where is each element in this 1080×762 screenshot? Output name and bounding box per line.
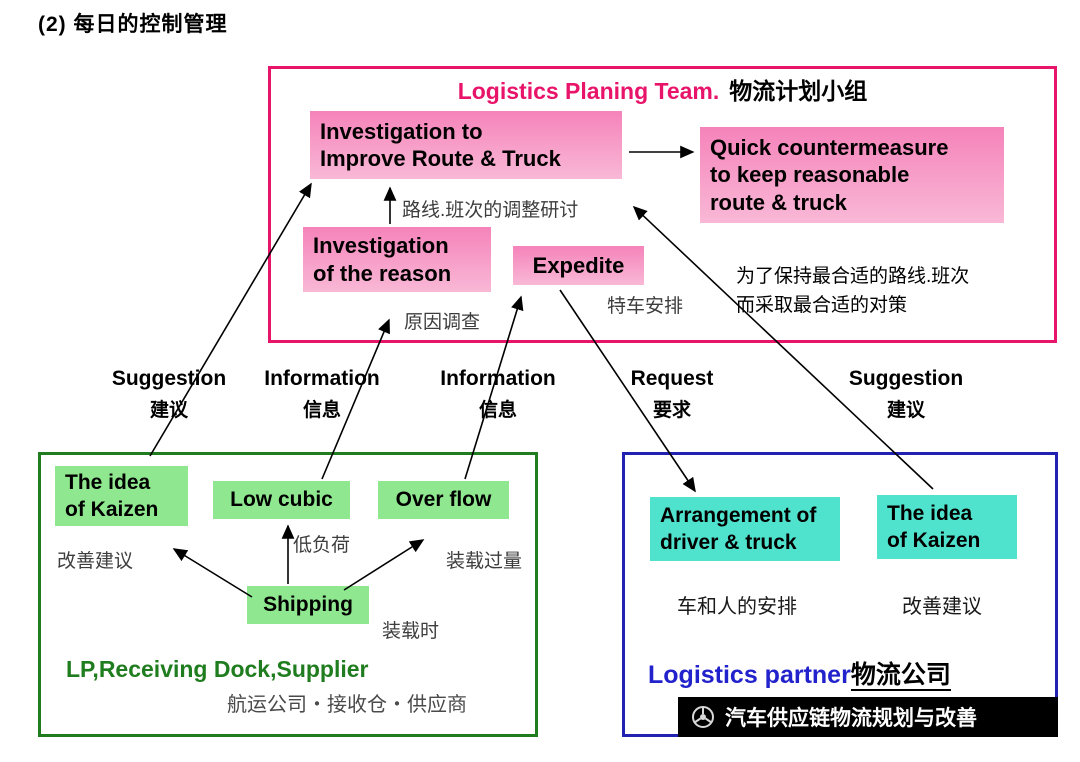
over-flow-note: 装载过量 <box>446 551 523 572</box>
supplier-group-title: LP,Receiving Dock,Supplier <box>66 656 369 682</box>
over-flow-box: Over flow <box>378 481 509 519</box>
partner-title-en: Logistics partner <box>648 661 851 689</box>
arrangement-note: 车和人的安排 <box>677 596 797 618</box>
route-adjust-note: 路线.班次的调整研讨 <box>402 200 579 221</box>
arrangement-box: Arrangement of driver & truck <box>650 497 840 561</box>
flow-label-information-1: Information 信息 <box>252 367 392 422</box>
partner-idea-kaizen-label: The idea of Kaizen <box>887 501 981 552</box>
planning-team-title-zh: 物流计划小组 <box>729 78 868 104</box>
supplier-group-subtitle: 航运公司・接收仓・供应商 <box>227 694 467 716</box>
flow-label-en: Information <box>264 367 380 390</box>
flow-label-zh: 信息 <box>302 400 341 421</box>
flow-label-en: Information <box>440 367 556 390</box>
over-flow-label: Over flow <box>395 488 492 512</box>
flow-label-zh: 信息 <box>478 400 517 421</box>
flow-label-en: Suggestion <box>848 367 964 390</box>
low-cubic-label: Low cubic <box>230 488 333 512</box>
shipping-note: 装载时 <box>382 621 440 642</box>
wheel-logo-icon <box>690 704 716 730</box>
investigation-reason-label: Investigation of the reason <box>313 233 452 286</box>
flow-label-zh: 要求 <box>652 400 691 421</box>
flow-label-zh: 建议 <box>149 400 188 421</box>
supplier-idea-kaizen-label: The idea of Kaizen <box>65 470 159 521</box>
watermark-text: 汽车供应链物流规划与改善 <box>725 707 977 730</box>
supplier-kaizen-note: 改善建议 <box>57 551 134 572</box>
flow-label-suggestion-right: Suggestion 建议 <box>836 367 976 422</box>
expedite-box: Expedite <box>513 246 644 285</box>
shipping-label: Shipping <box>263 593 353 617</box>
flow-label-suggestion-left: Suggestion 建议 <box>99 367 239 422</box>
flow-label-zh: 建议 <box>886 400 925 421</box>
watermark-bar: 汽车供应链物流规划与改善 <box>678 697 1058 737</box>
flow-label-en: Request <box>630 367 714 390</box>
partner-kaizen-note: 改善建议 <box>902 596 982 618</box>
expedite-label: Expedite <box>532 252 625 278</box>
low-cubic-box: Low cubic <box>213 481 350 519</box>
countermeasure-note: 为了保持最合适的路线.班次 而采取最合适的对策 <box>736 266 970 317</box>
page-title: (2) 每日的控制管理 <box>38 13 228 36</box>
planning-team-title-en: Logistics Planing Team. <box>457 78 720 104</box>
reason-note: 原因调查 <box>404 312 481 333</box>
flow-label-information-2: Information 信息 <box>428 367 568 422</box>
investigation-route-box: Investigation to Improve Route & Truck <box>310 111 622 179</box>
expedite-note: 特车安排 <box>607 296 684 317</box>
low-cubic-note: 低负荷 <box>293 535 351 556</box>
flow-label-en: Suggestion <box>111 367 227 390</box>
quick-countermeasure-label: Quick countermeasure to keep reasonable … <box>710 134 949 215</box>
investigation-route-label: Investigation to Improve Route & Truck <box>320 118 561 172</box>
investigation-reason-box: Investigation of the reason <box>303 227 491 292</box>
flow-label-request: Request 要求 <box>612 367 732 422</box>
shipping-box: Shipping <box>247 586 369 624</box>
planning-team-title: Logistics Planing Team. 物流计划小组 <box>268 72 1057 106</box>
partner-group-title: Logistics partner物流公司 <box>648 655 951 691</box>
supplier-idea-kaizen-box: The idea of Kaizen <box>55 466 188 526</box>
partner-title-zh: 物流公司 <box>850 661 951 691</box>
arrangement-label: Arrangement of driver & truck <box>660 503 817 554</box>
quick-countermeasure-box: Quick countermeasure to keep reasonable … <box>700 127 1004 223</box>
partner-idea-kaizen-box: The idea of Kaizen <box>877 495 1017 559</box>
